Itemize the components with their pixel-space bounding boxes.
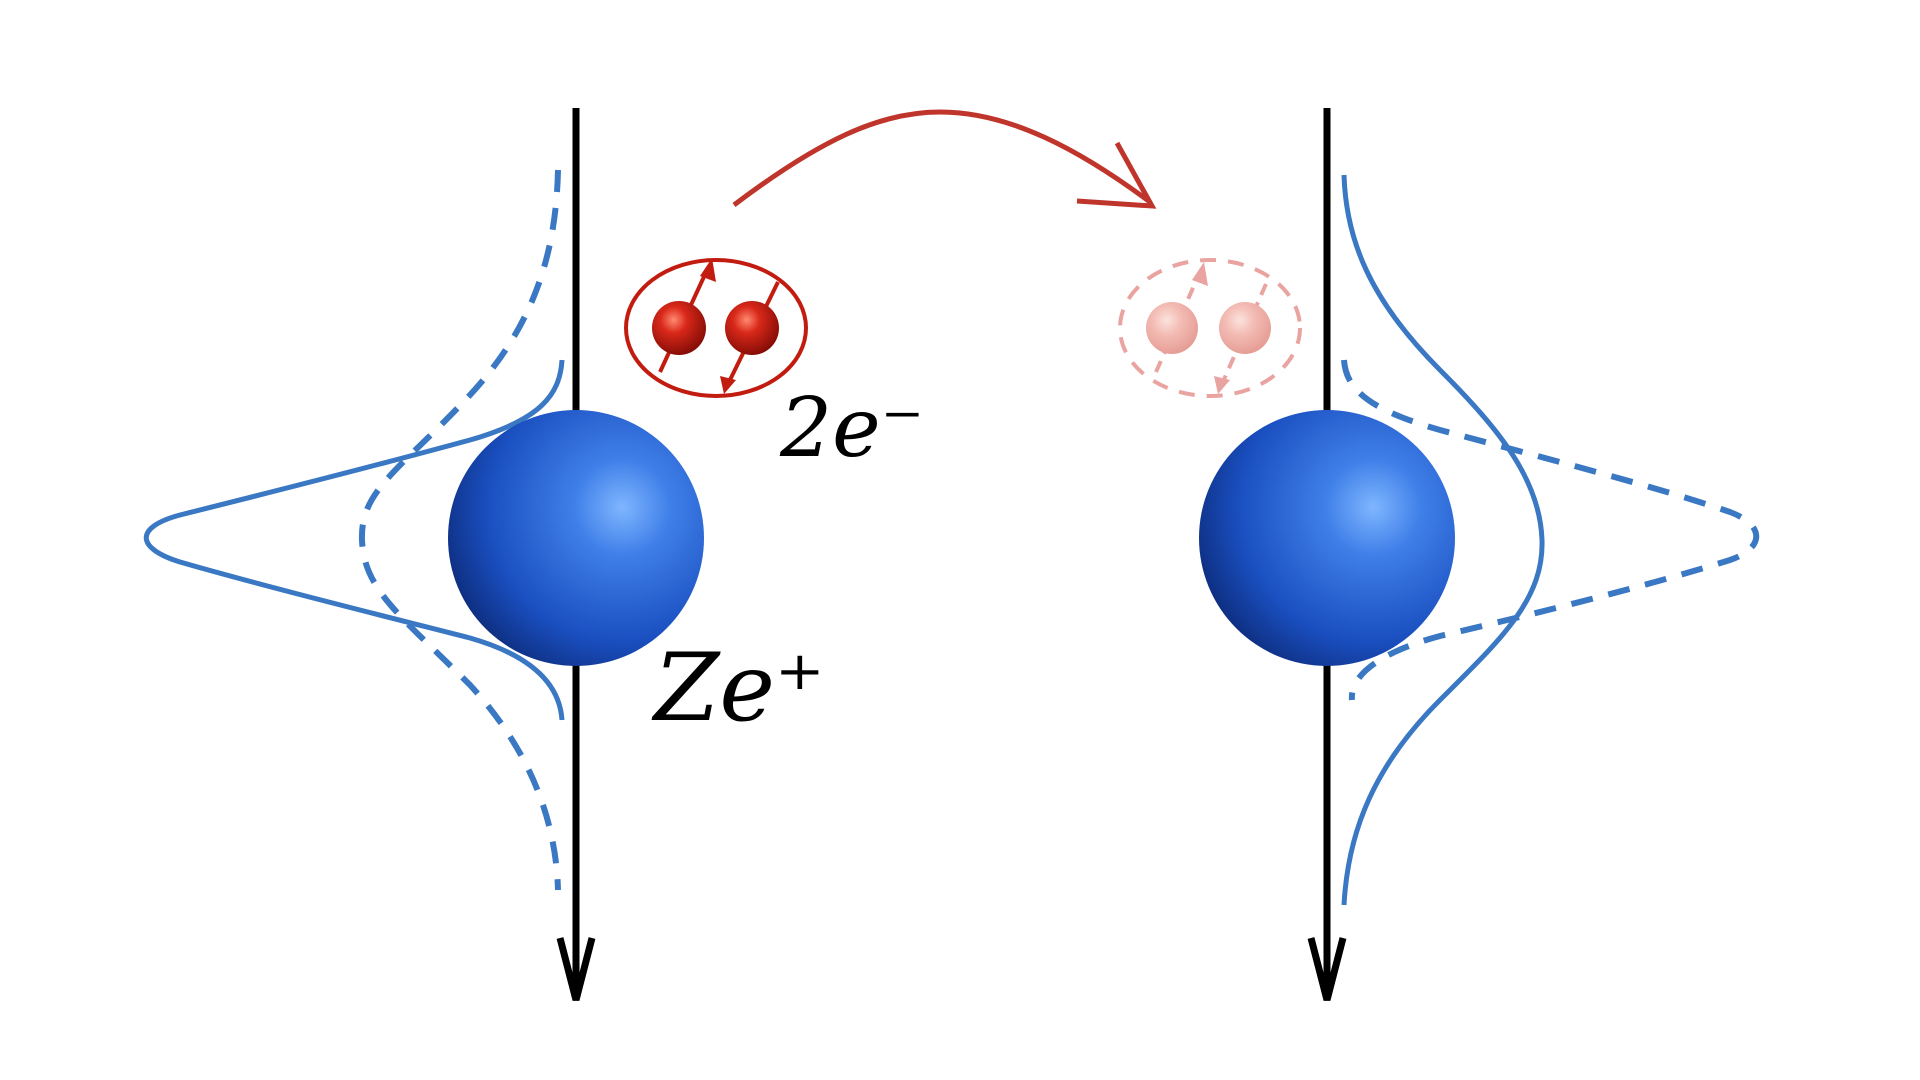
left-panel [144, 108, 704, 1001]
electron-pair-ellipse-dashed [1118, 258, 1302, 398]
electron-2 [725, 301, 779, 355]
spin-down-arrowhead-icon [720, 376, 736, 394]
transfer-arrow [732, 109, 1157, 209]
left-solid-wavefunction [144, 359, 565, 721]
faded-electron-1 [1146, 302, 1198, 354]
curved-arrow-head-icon [1076, 141, 1157, 209]
faded-spin-down-arrowhead-icon [1214, 376, 1230, 394]
faded-spin-up-arrowhead-icon [1192, 262, 1208, 286]
right-nucleus-sphere [1199, 410, 1455, 666]
electron-pair-ellipse [624, 258, 808, 398]
nuclear-charge-label: Ze⁺ [651, 634, 825, 743]
curved-arrow-icon [732, 109, 1152, 207]
spin-up-arrowhead-icon [700, 258, 716, 282]
electron-1 [652, 301, 706, 355]
electron-pair-faded [1118, 258, 1302, 398]
left-dashed-wavefunction [358, 169, 561, 891]
faded-electron-2 [1219, 302, 1271, 354]
electron-pair-label: 2e⁻ [779, 381, 924, 476]
right-solid-wavefunction [1341, 174, 1545, 906]
faded-spin-up-line [1154, 271, 1202, 373]
right-dashed-wavefunction [1341, 359, 1760, 701]
left-nucleus-sphere [448, 410, 704, 666]
right-axis-arrowhead-icon [1307, 937, 1347, 1001]
left-axis-arrowhead-icon [556, 937, 596, 1001]
electron-pair-solid [624, 258, 808, 398]
right-panel [1199, 108, 1760, 1001]
faded-spin-down-line [1220, 283, 1268, 385]
